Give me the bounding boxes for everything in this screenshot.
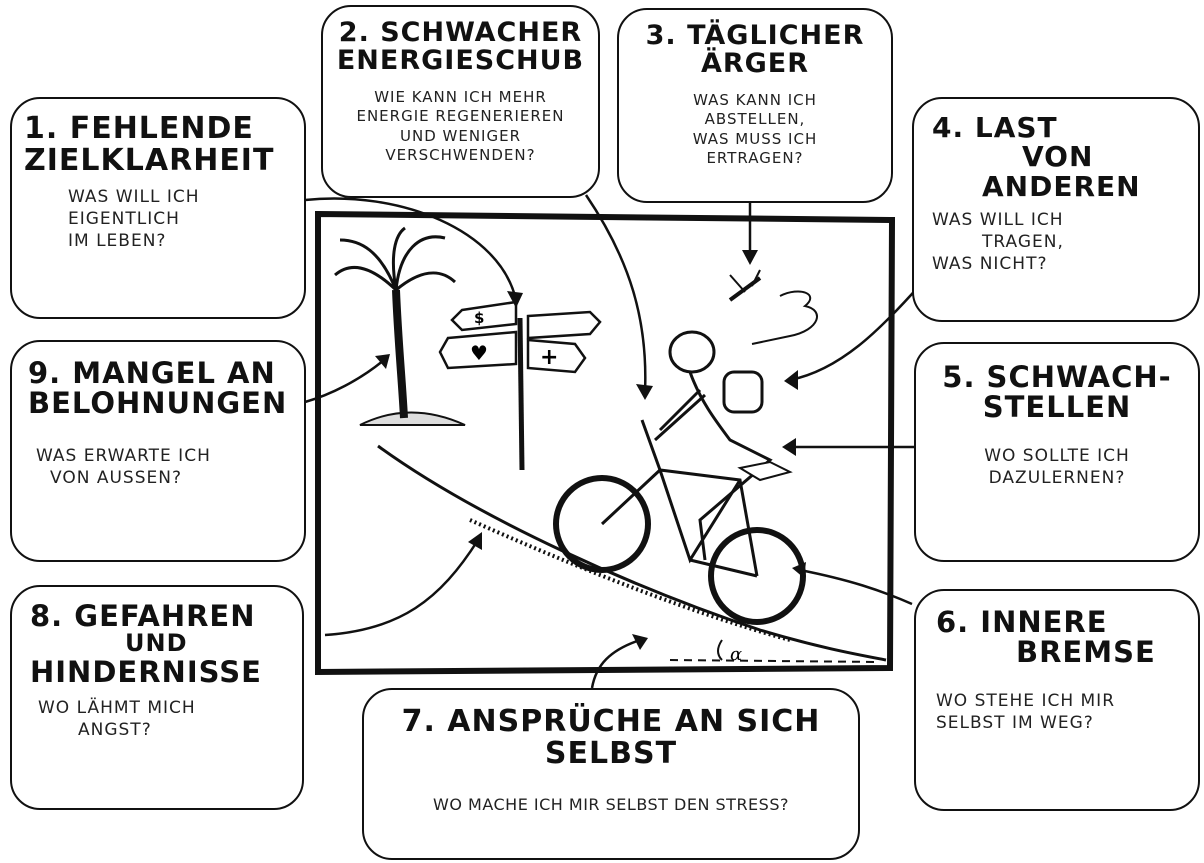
card-question: TRAGEN, xyxy=(982,232,1064,253)
card-schwachstellen: 5. SCHWACH- STELLEN WO SOLLTE ICH DAZULE… xyxy=(914,342,1200,562)
arrow-2 xyxy=(584,194,647,393)
card-question: WAS ERWARTE ICH xyxy=(36,445,211,466)
card-title: HINDERNISSE xyxy=(30,654,262,689)
card-innere-bremse: 6. INNERE BREMSE WO STEHE ICH MIR SELBST… xyxy=(914,589,1200,811)
card-title: ANDEREN xyxy=(982,169,1141,203)
card-question: WAS MUSS ICH xyxy=(692,129,818,148)
slope-line xyxy=(377,444,887,662)
card-title: STELLEN xyxy=(982,390,1132,425)
connector-arrows xyxy=(304,194,921,689)
arrow-7 xyxy=(590,638,641,689)
mosquito-icon xyxy=(728,269,818,345)
cyclist-icon xyxy=(553,330,806,625)
card-title: 1. FEHLENDE xyxy=(24,111,254,146)
card-question: VERSCHWENDEN? xyxy=(385,146,536,165)
card-question: WAS WILL ICH xyxy=(932,210,1064,231)
arrow-4 xyxy=(789,284,921,382)
angle-arc xyxy=(717,639,723,661)
card-question: ANGST? xyxy=(78,720,152,741)
card-question: WO STEHE ICH MIR xyxy=(936,690,1116,711)
ground-dashed-line xyxy=(669,659,881,663)
arrow-8 xyxy=(324,539,480,637)
card-question: VON AUSSEN? xyxy=(50,467,182,488)
card-title: SELBST xyxy=(544,735,678,771)
card-ansprueche-an-sich-selbst: 7. ANSPRÜCHE AN SICH SELBST WO MACHE ICH… xyxy=(362,688,860,860)
card-title: 9. MANGEL AN xyxy=(28,356,276,390)
card-question: WAS WILL ICH xyxy=(68,187,200,207)
arrow-1 xyxy=(304,197,518,301)
signpost-icon: $ ♥ + xyxy=(438,300,602,471)
card-title: 2. SCHWACHER xyxy=(338,17,583,48)
card-title: ÄRGER xyxy=(700,48,810,80)
card-title: 8. GEFAHREN xyxy=(30,599,256,633)
card-question: WIE KANN ICH MEHR xyxy=(374,87,547,106)
arrow-9 xyxy=(304,359,385,404)
card-question: WAS NICHT? xyxy=(932,254,1048,275)
cross-icon: + xyxy=(540,345,558,370)
card-question: ERTRAGEN? xyxy=(706,149,804,168)
scene-frame xyxy=(315,210,896,676)
card-question: IM LEBEN? xyxy=(68,231,167,252)
card-gefahren-und-hindernisse: 8. GEFAHREN UND HINDERNISSE WO LÄHMT MIC… xyxy=(10,585,304,810)
card-question: SELBST IM WEG? xyxy=(936,712,1094,733)
card-title: BELOHNUNGEN xyxy=(28,386,288,421)
card-title: 7. ANSPRÜCHE AN SICH xyxy=(401,704,821,739)
palm-tree-icon xyxy=(334,226,466,426)
card-question: ENERGIE REGENERIEREN xyxy=(356,107,565,126)
card-question: UND WENIGER xyxy=(400,126,521,145)
dollar-sign-icon: $ xyxy=(474,309,484,327)
card-question: DAZULERNEN? xyxy=(988,467,1126,488)
card-question: EIGENTLICH xyxy=(68,209,180,230)
card-schwacher-energieschub: 2. SCHWACHER ENERGIESCHUB WIE KANN ICH M… xyxy=(321,5,600,198)
card-question: WAS KANN ICH xyxy=(693,90,817,109)
card-title: 6. INNERE xyxy=(936,605,1108,639)
card-title: 3. TÄGLICHER xyxy=(645,20,865,51)
card-taeglicher-aerger: 3. TÄGLICHER ÄRGER WAS KANN ICH ABSTELLE… xyxy=(617,8,893,203)
heart-icon: ♥ xyxy=(470,341,488,365)
card-title: BREMSE xyxy=(1016,635,1156,670)
arrow-6 xyxy=(799,568,913,606)
card-mangel-an-belohnungen: 9. MANGEL AN BELOHNUNGEN WAS ERWARTE ICH… xyxy=(10,340,306,562)
arrow-heads xyxy=(375,250,806,650)
card-last-von-anderen: 4. LAST VON ANDEREN WAS WILL ICH TRAGEN,… xyxy=(912,97,1200,322)
card-title: ZIELKLARHEIT xyxy=(24,142,275,178)
card-fehlende-zielklarheit: 1. FEHLENDE ZIELKLARHEIT WAS WILL ICH EI… xyxy=(10,97,306,319)
slope-line-lower xyxy=(469,518,791,642)
angle-label: α xyxy=(730,644,742,665)
card-title: 4. LAST xyxy=(932,111,1058,144)
card-question: WO SOLLTE ICH xyxy=(984,445,1130,466)
card-title: 5. SCHWACH- xyxy=(942,360,1172,394)
card-question: WO LÄHMT MICH xyxy=(38,698,196,719)
card-title: UND xyxy=(125,629,188,658)
card-title: ENERGIESCHUB xyxy=(336,45,585,77)
card-title: VON xyxy=(1022,140,1094,174)
card-question: ABSTELLEN, xyxy=(704,110,806,129)
card-question: WO MACHE ICH MIR SELBST DEN STRESS? xyxy=(433,795,789,814)
